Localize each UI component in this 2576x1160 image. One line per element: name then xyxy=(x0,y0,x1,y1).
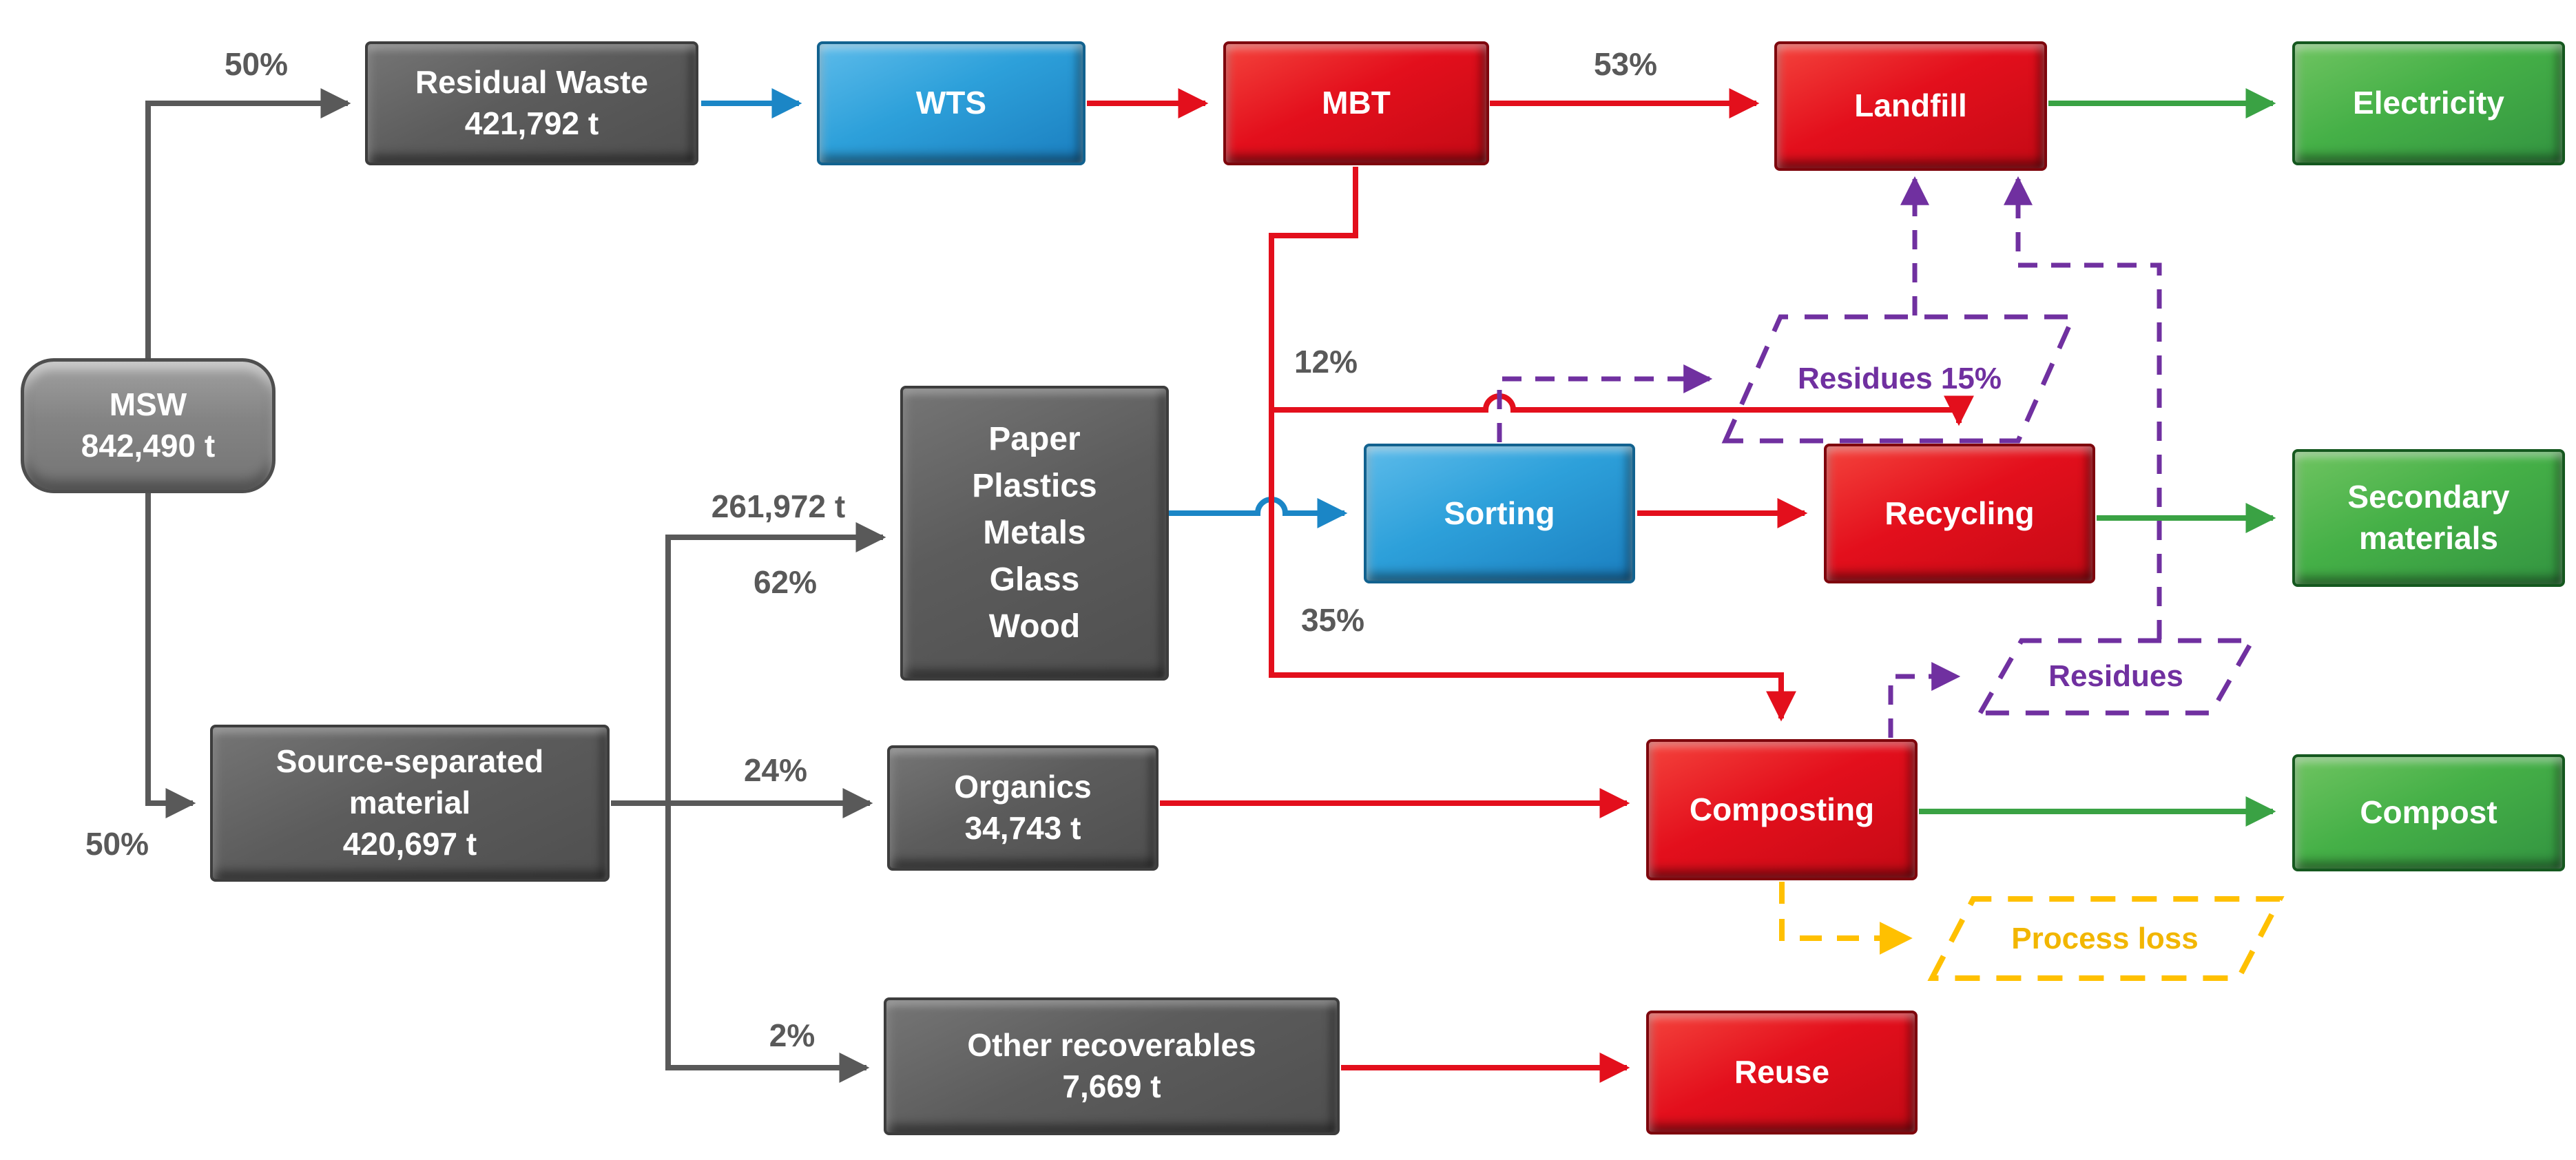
node-landfill: Landfill xyxy=(1774,41,2047,171)
label-residual-share: 50% xyxy=(224,46,289,82)
label-residues-15: Residues 15% xyxy=(1798,362,2002,395)
flow-residues-to-landfill xyxy=(2004,176,2162,639)
label-source-share: 50% xyxy=(85,826,149,862)
node-sorting: Sorting xyxy=(1364,444,1635,583)
node-residual-waste: Residual Waste 421,792 t xyxy=(365,41,698,165)
node-compost: Compost xyxy=(2292,754,2565,871)
node-composting: Composting xyxy=(1646,739,1918,880)
residues15-shape xyxy=(1721,314,2077,444)
flow-composting-to-residues xyxy=(1888,662,1961,738)
flow-source-to-other xyxy=(665,803,870,1083)
node-electricity: Electricity xyxy=(2292,41,2565,165)
node-other-recoverables: Other recoverables 7,669 t xyxy=(884,997,1340,1135)
node-source-separated: Source-separated material 420,697 t xyxy=(210,725,610,882)
flow-composting-to-process-loss xyxy=(1779,882,1913,955)
flow-sorting-to-residues15 xyxy=(1497,364,1713,442)
label-other-share: 2% xyxy=(769,1017,816,1053)
label-recyclables-share: 62% xyxy=(753,564,818,600)
label-residues: Residues xyxy=(2048,659,2183,693)
label-landfill-share: 53% xyxy=(1593,46,1658,82)
residues-shape xyxy=(1975,638,2257,716)
node-mbt: MBT xyxy=(1223,41,1489,165)
node-msw: MSW 842,490 t xyxy=(21,358,276,493)
node-recycling: Recycling xyxy=(1824,444,2095,583)
flow-msw-to-residual xyxy=(145,88,351,362)
label-recyclables-tonnage: 261,972 t xyxy=(711,488,846,524)
node-organics: Organics 34,743 t xyxy=(887,745,1159,871)
label-composting-share: 35% xyxy=(1300,602,1365,638)
flow-recyclables-to-sorting xyxy=(1169,497,1348,528)
flow-msw-to-source xyxy=(145,490,196,818)
flow-mbt-to-composting xyxy=(1269,167,1796,722)
node-secondary-materials: Secondary materials xyxy=(2292,449,2565,587)
label-process-loss: Process loss xyxy=(2011,922,2199,955)
label-sorting-share: 12% xyxy=(1294,344,1358,380)
node-reuse: Reuse xyxy=(1646,1011,1918,1135)
node-mixed-recyclables: Paper Plastics Metals Glass Wood xyxy=(900,386,1169,681)
node-wts: WTS xyxy=(817,41,1086,165)
flow-source-to-recyclables xyxy=(665,522,886,803)
process-loss-shape xyxy=(1927,896,2285,981)
label-organics-share: 24% xyxy=(743,752,808,788)
